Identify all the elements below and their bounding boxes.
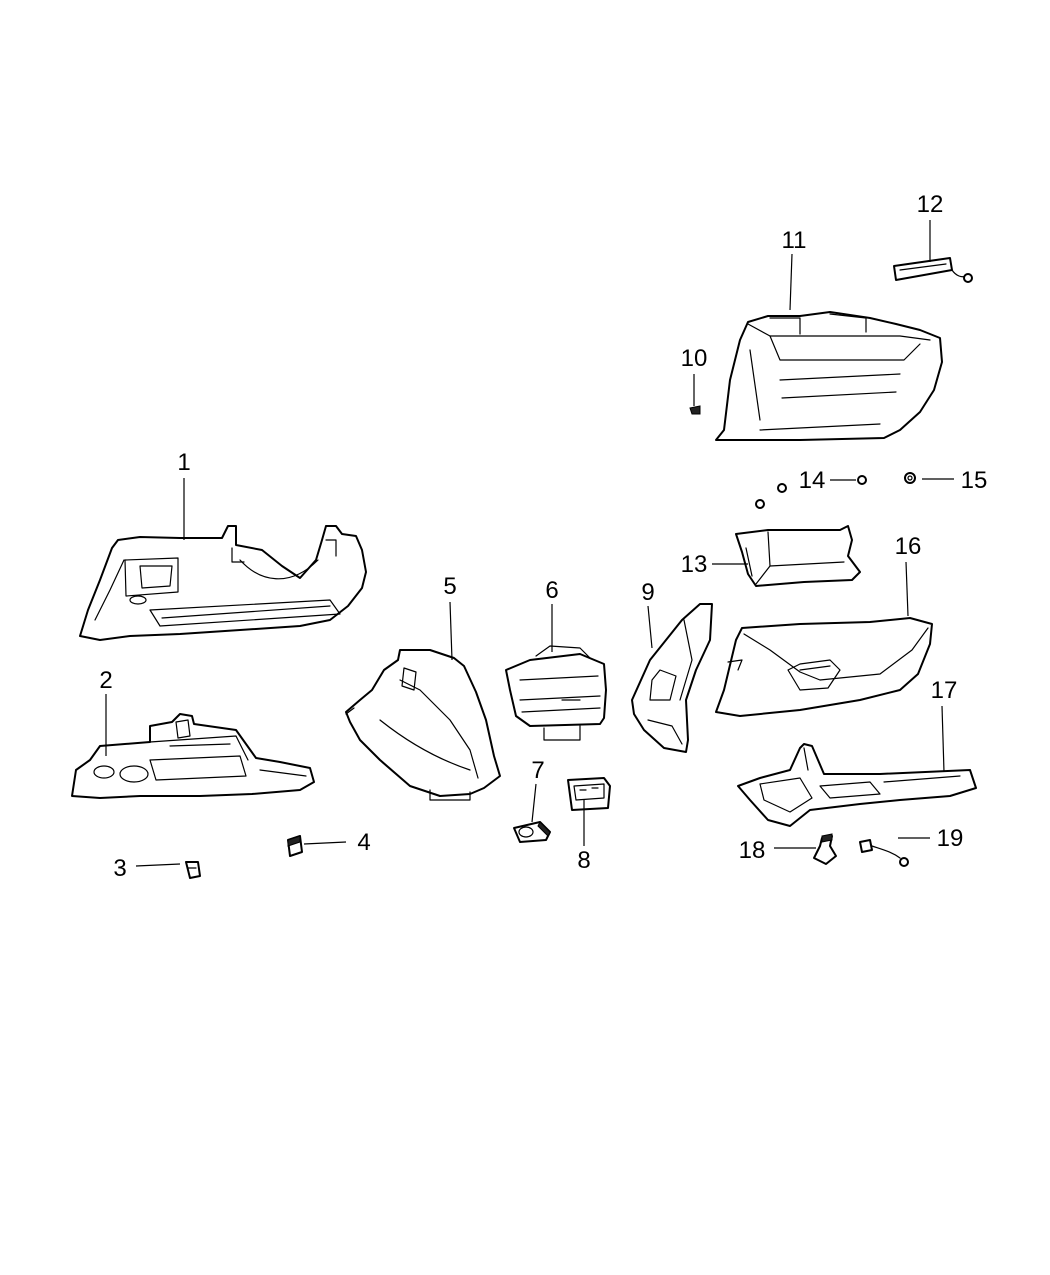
callout-16: 16 [895, 533, 922, 560]
part-6-center-housing [505, 645, 607, 741]
part-14-fasteners [755, 475, 867, 509]
part-2-console-panel [71, 713, 315, 799]
callout-15: 15 [961, 467, 988, 494]
callout-12: 12 [917, 191, 944, 218]
leader-5 [449, 601, 453, 661]
callout-11: 11 [782, 227, 807, 254]
callout-2: 2 [99, 667, 112, 694]
part-3-clip [185, 861, 201, 879]
leader-7 [531, 783, 537, 823]
leader-11 [789, 253, 793, 311]
part-9-side-bracket [631, 603, 713, 753]
leader-17 [941, 705, 945, 773]
leader-16 [905, 561, 909, 617]
callout-3: 3 [113, 855, 126, 882]
callout-10: 10 [681, 345, 708, 372]
part-16-glove-box-door [715, 617, 933, 717]
leader-9 [647, 605, 653, 649]
part-12-latch [893, 257, 973, 283]
callout-14: 14 [799, 467, 826, 494]
callout-19: 19 [937, 825, 964, 852]
callout-1: 1 [177, 449, 190, 476]
leader-lines [105, 220, 954, 867]
callout-6: 6 [545, 577, 558, 604]
part-15-nut [904, 472, 916, 484]
part-8-switch-module [567, 777, 611, 811]
leader-4 [303, 841, 347, 845]
part-5-side-trim [345, 649, 501, 801]
callout-9: 9 [641, 579, 654, 606]
part-1-panel-bezel [79, 525, 367, 641]
part-18-knob [813, 833, 837, 865]
leader-3 [135, 863, 181, 867]
callout-8: 8 [577, 847, 590, 874]
callout-4: 4 [357, 829, 370, 856]
callout-5: 5 [443, 573, 456, 600]
callout-labels: 1 2 3 4 5 6 7 8 9 10 11 12 13 14 15 16 1… [99, 191, 987, 882]
part-11-glove-box-housing [715, 311, 943, 441]
part-10-clip [689, 405, 701, 415]
part-4-fastener [287, 835, 303, 857]
part-7-power-outlet [513, 821, 551, 843]
part-17-console-tray [737, 743, 977, 827]
part-19-wire [859, 839, 909, 867]
callout-17: 17 [931, 677, 958, 704]
callout-7: 7 [531, 757, 544, 784]
part-13-storage-bin [735, 525, 861, 587]
callout-18: 18 [739, 837, 766, 864]
callout-13: 13 [681, 551, 708, 578]
